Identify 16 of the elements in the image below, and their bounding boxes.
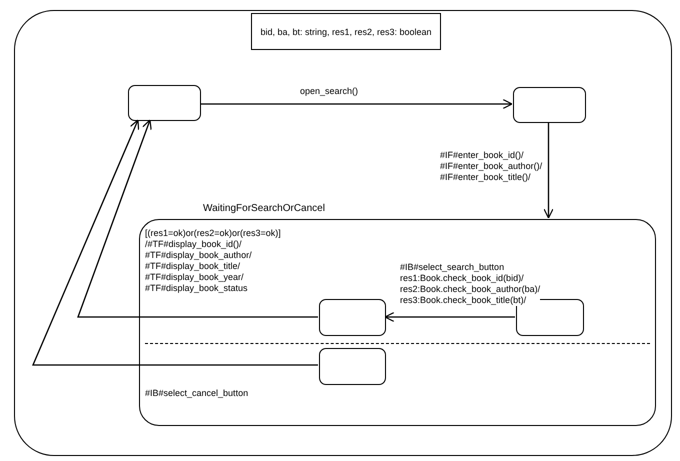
- transition-arrow: [543, 122, 554, 219]
- declaration-box: bid, ba, bt: string, res1, res2, res3: boolean: [251, 13, 441, 50]
- transition-arrow: [200, 98, 513, 110]
- state-name: WaitingForSearchOrCancel: [202, 203, 326, 215]
- state-box: [513, 87, 586, 123]
- edge-label: open_search(): [300, 86, 358, 97]
- transition-arrow: [32, 119, 318, 366]
- edge-label: #IB#select_cancel_button: [145, 388, 248, 399]
- transition-arrow: [77, 119, 318, 318]
- edge-label: [(res1=ok)or(res2=ok)or(res3=ok)] /#TF#display_book_id()/ #TF#display_book_author/ #TF#display_book_title/ #TF#display_book_year/ #TF#display_book_status: [145, 228, 281, 294]
- edge-label: #IB#select_search_button res1:Book.check_book_id(bid)/ res2:Book.check_book_author(ba)/ res3:Book.check_book_title(bt)/: [400, 262, 540, 306]
- state-box: [128, 85, 201, 121]
- edge-label: #IF#enter_book_id()/ #IF#enter_book_author()/ #IF#enter_book_title()/: [440, 150, 542, 183]
- state-box: [319, 348, 386, 385]
- transition-arrow: [384, 312, 515, 322]
- state-box: [319, 299, 386, 336]
